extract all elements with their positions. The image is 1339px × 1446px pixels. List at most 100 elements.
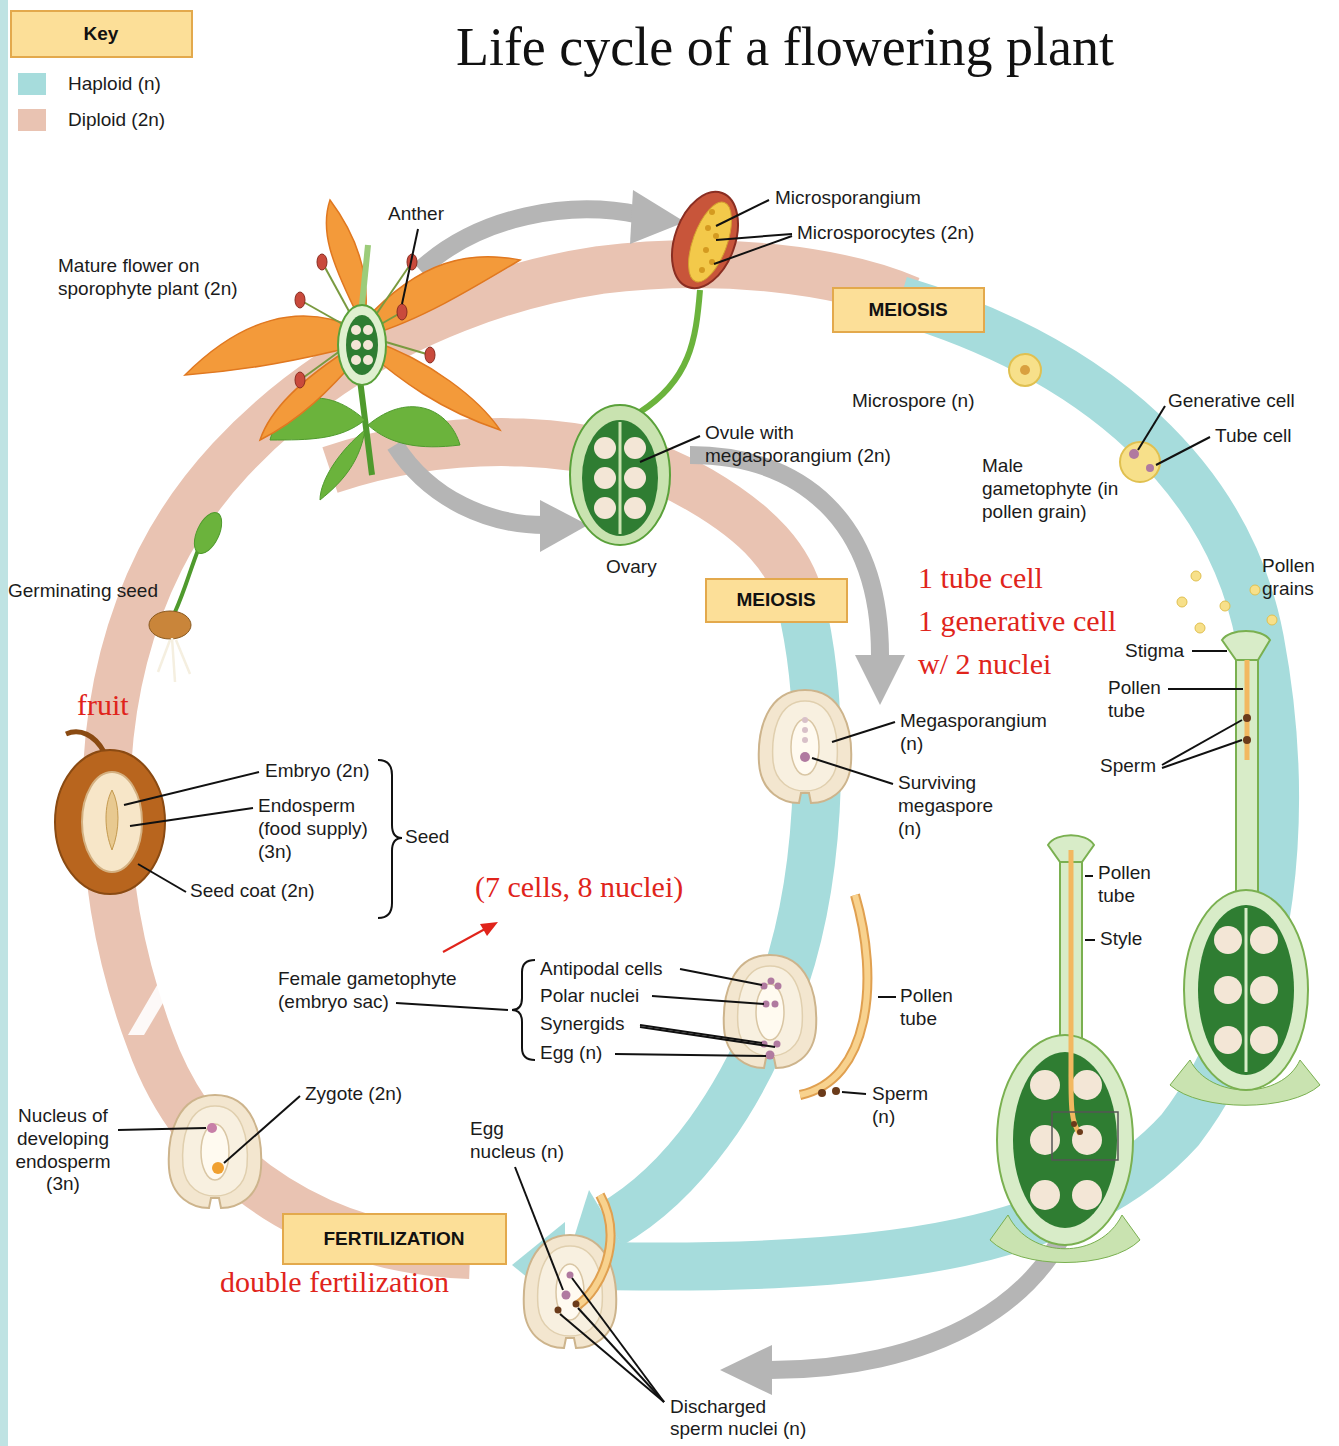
leader-line — [118, 1128, 206, 1130]
part-label: Generative cell — [1168, 390, 1295, 413]
zygote-ovule — [169, 1095, 261, 1208]
legend-text: Diploid (2n) — [68, 109, 165, 131]
red-pointer — [443, 929, 485, 952]
part-label: Mature flower on sporophyte plant (2n) — [58, 255, 243, 301]
leader-line — [1162, 740, 1242, 768]
pistil-middle — [1072, 1180, 1102, 1210]
flower — [368, 407, 460, 447]
leader-line — [572, 1278, 664, 1402]
flower — [295, 372, 305, 388]
annotation-note: fruit — [77, 688, 129, 723]
pistil-right — [1184, 890, 1308, 1090]
leader-line — [832, 722, 895, 742]
seed-fruit — [82, 772, 142, 872]
pollen-grain — [1146, 464, 1154, 472]
seed-fruit — [106, 790, 118, 850]
pistil-right — [1170, 631, 1320, 1105]
embryo-sac — [800, 895, 867, 1095]
embryo-sac — [775, 983, 782, 990]
pistil-middle — [1030, 1070, 1102, 1210]
stage-box: FERTILIZATION — [282, 1213, 507, 1265]
ovary — [624, 467, 646, 489]
part-label: Surviving megaspore (n) — [898, 772, 1010, 840]
megasporangium — [759, 690, 851, 803]
pistil-middle — [997, 1035, 1133, 1245]
part-label: Polar nuclei — [540, 985, 639, 1008]
flower — [317, 254, 327, 270]
annotation-note: double fertilization — [220, 1265, 449, 1300]
part-label: Pollen grains — [1262, 555, 1332, 601]
embryo-sac — [772, 1001, 779, 1008]
leader-line — [640, 1027, 775, 1047]
ovary — [594, 437, 616, 459]
germinating-seed — [175, 545, 200, 612]
part-label: Sperm — [1100, 755, 1156, 778]
leader-line — [1162, 720, 1242, 765]
microspore — [1009, 354, 1041, 386]
anther-section — [705, 225, 711, 231]
edge-bar — [0, 0, 8, 1446]
embryo-sac — [724, 955, 816, 1068]
pollen-grain — [1129, 449, 1139, 459]
embryo-sac — [818, 1089, 826, 1097]
germinating-seed — [158, 638, 190, 682]
part-label: Tube cell — [1215, 425, 1291, 448]
pollen-grains — [1220, 601, 1230, 611]
part-label: Microsporangium — [775, 187, 921, 210]
leader-line — [138, 864, 186, 892]
annotation-note: 1 generative cell — [918, 604, 1116, 639]
pistil-right — [1250, 926, 1278, 954]
leader-line — [578, 1308, 664, 1402]
pollen-grains — [1195, 623, 1205, 633]
zoom-arrowhead — [540, 190, 905, 1395]
pistil-right — [1250, 976, 1278, 1004]
zoom-arrow — [395, 445, 545, 525]
flower — [320, 430, 365, 500]
leader-line — [402, 229, 418, 304]
part-label: Germinating seed — [8, 580, 158, 603]
fertilized-ovule — [524, 1235, 616, 1348]
flower — [363, 355, 373, 365]
germinating-seed — [189, 508, 228, 557]
part-label: Stigma — [1125, 640, 1184, 663]
zoom-arrow — [690, 455, 880, 655]
anther-section — [709, 209, 715, 215]
pistil-right — [1222, 631, 1270, 660]
embryo-sac — [761, 983, 768, 990]
pistil-middle — [1072, 1070, 1102, 1100]
pistil-right — [1250, 1026, 1278, 1054]
pistil-right — [1243, 714, 1251, 722]
part-label: Seed — [405, 826, 449, 849]
leader-line — [615, 1054, 766, 1056]
leader-line — [1085, 875, 1093, 877]
key-box: Key — [10, 10, 193, 58]
flower — [351, 355, 361, 365]
red-pointer — [443, 922, 498, 952]
ovary — [570, 405, 670, 545]
haploid-band — [560, 300, 1275, 1267]
zygote-ovule — [169, 1095, 261, 1208]
part-label: Ovule with megasporangium (2n) — [705, 422, 935, 468]
haploid-band — [512, 300, 1275, 1308]
diagram-title: Life cycle of a flowering plant — [385, 16, 1185, 78]
part-label: Endosperm (food supply) (3n) — [258, 795, 373, 863]
leader-line — [812, 758, 893, 784]
leader-line — [1168, 688, 1243, 690]
leader-line — [1085, 939, 1095, 941]
stage-box: MEIOSIS — [832, 287, 985, 333]
flower — [351, 340, 361, 350]
fertilized-ovule — [562, 1291, 571, 1300]
part-label: Anther — [388, 203, 444, 226]
box-text: MEIOSIS — [736, 589, 815, 611]
legend-row: Haploid (n) — [18, 73, 161, 95]
megasporangium — [800, 752, 810, 762]
part-label: Style — [1100, 928, 1142, 951]
bracket — [378, 760, 535, 1060]
megasporangium — [759, 690, 851, 803]
flower — [362, 245, 368, 305]
flower — [185, 200, 520, 500]
megasporangium — [802, 717, 808, 723]
pollen-grains — [1177, 597, 1187, 607]
